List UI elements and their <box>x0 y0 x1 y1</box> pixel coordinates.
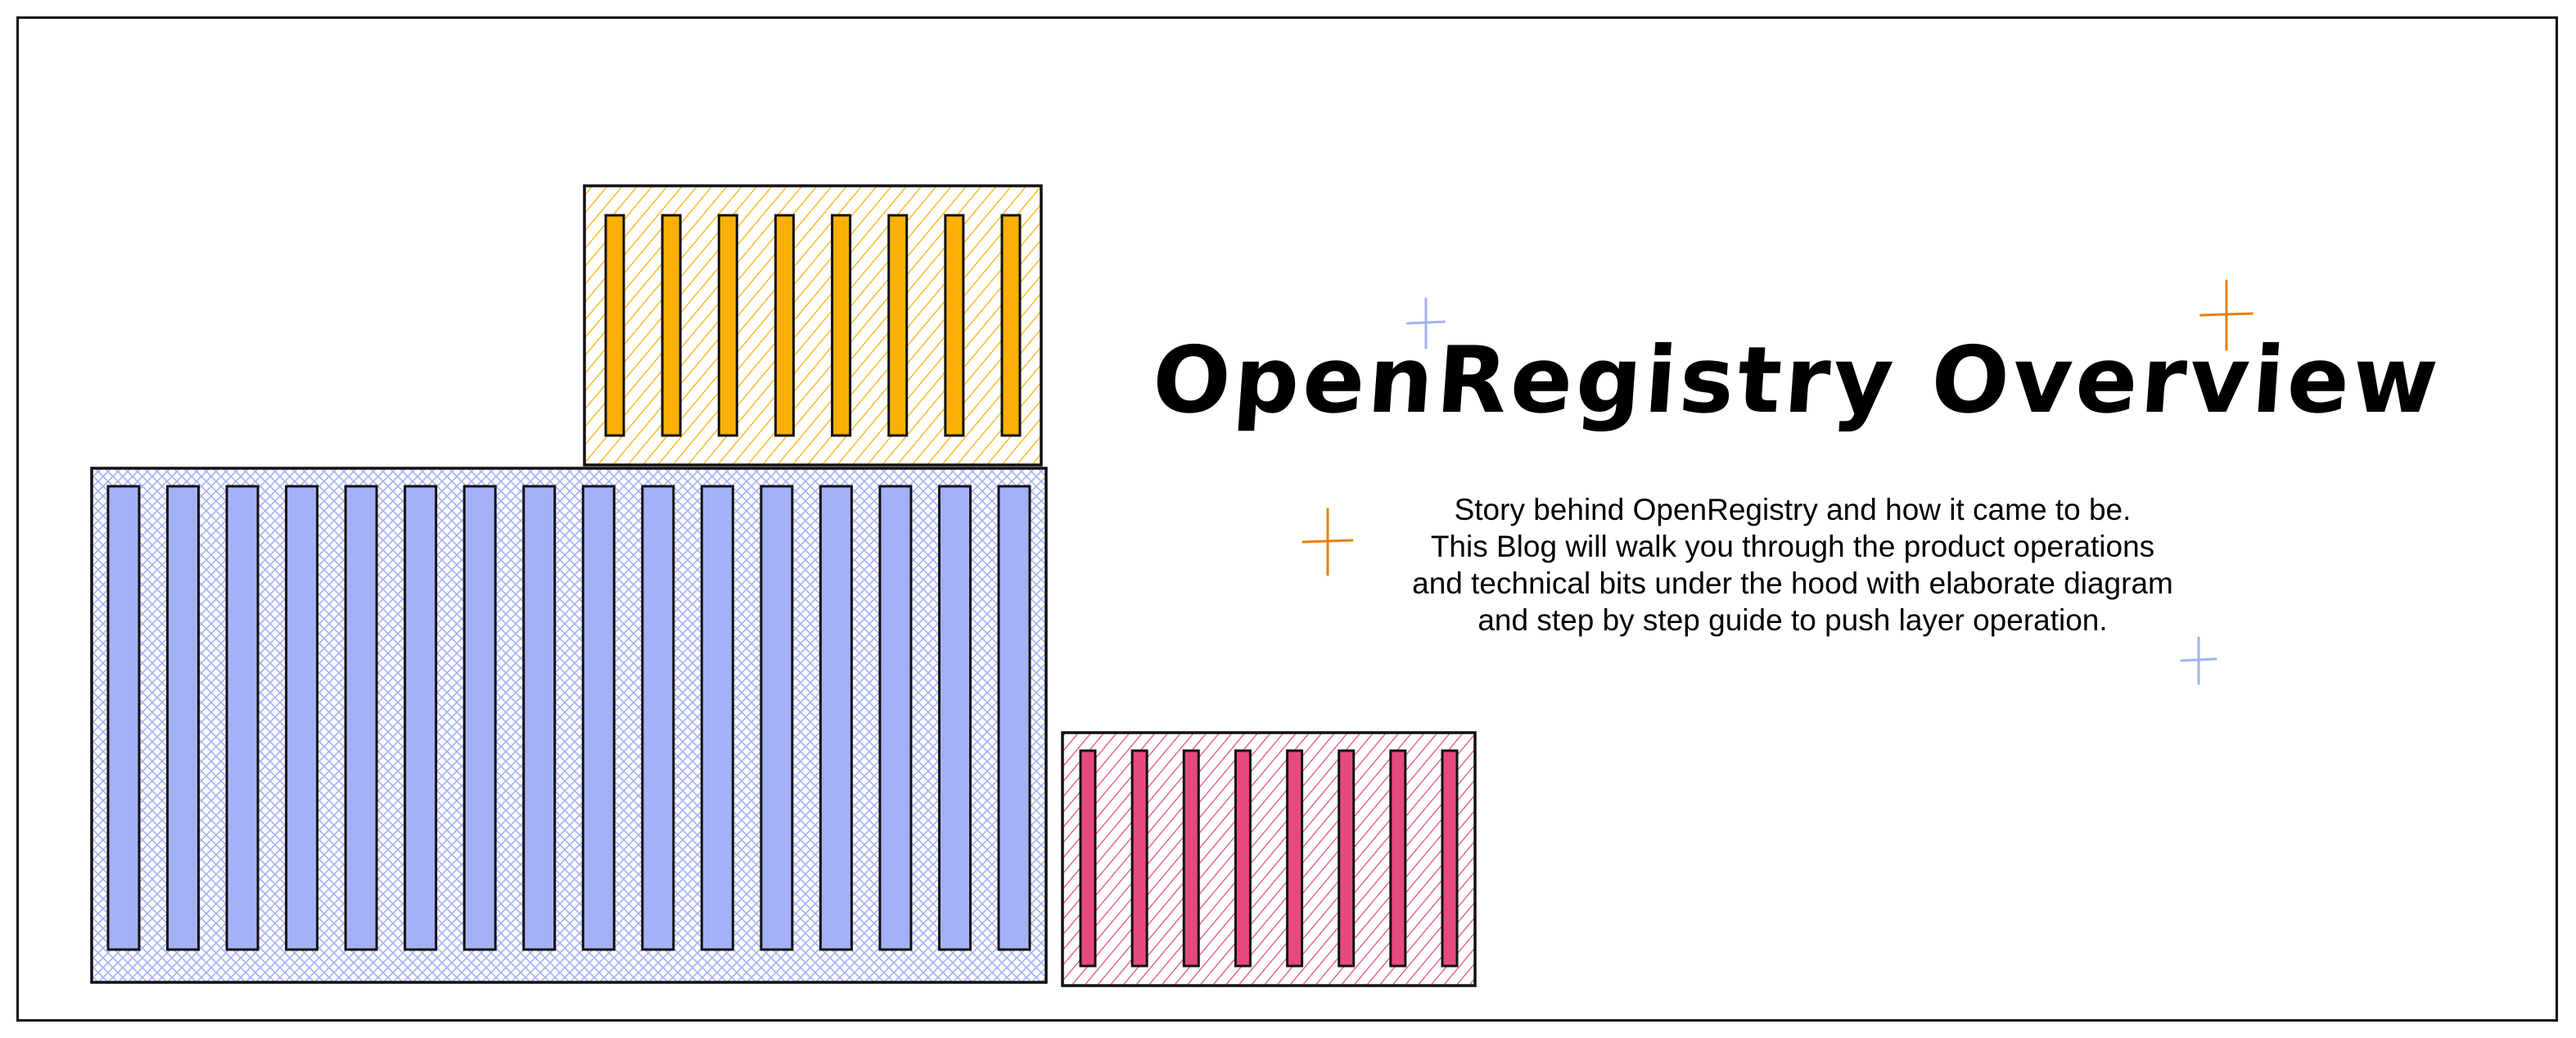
container-slot <box>1389 749 1407 968</box>
container-slot <box>760 485 794 951</box>
container-slot <box>404 485 438 951</box>
container-slot <box>581 485 616 951</box>
container-slot <box>1286 749 1304 968</box>
sparkle-icon <box>1406 297 1446 350</box>
container-slot <box>1000 214 1022 437</box>
container-slot <box>225 485 259 951</box>
sparkle-icon <box>2199 279 2253 351</box>
sparkle-icon <box>1302 508 1354 576</box>
container-slot <box>717 214 738 437</box>
container-slot <box>937 485 972 951</box>
pink-container-body <box>1061 731 1477 987</box>
container-slot <box>1130 749 1148 968</box>
sparkle-icon <box>2180 636 2217 685</box>
container-slot <box>878 485 913 951</box>
container-slot <box>661 214 682 437</box>
pink-container <box>1061 731 1477 987</box>
page-title: OpenRegistry Overview <box>1148 327 2445 434</box>
container-slot <box>522 485 557 951</box>
container-slot <box>604 214 625 437</box>
container-slot <box>774 214 795 437</box>
subtitle: Story behind OpenRegistry and how it cam… <box>1302 491 2284 639</box>
container-slot <box>166 485 201 951</box>
container-slot <box>1182 749 1200 968</box>
container-slot <box>106 485 141 951</box>
container-slot <box>641 485 675 951</box>
container-slot <box>700 485 734 951</box>
subtitle-line: This Blog will walk you through the prod… <box>1430 530 2155 563</box>
container-slot <box>1441 749 1459 968</box>
container-slot <box>1079 749 1097 968</box>
subtitle-line: Story behind OpenRegistry and how it cam… <box>1454 493 2132 526</box>
container-slot <box>1338 749 1356 968</box>
blue-container <box>90 467 1048 984</box>
orange-container-body <box>583 184 1043 467</box>
container-slot <box>819 485 853 951</box>
container-slot <box>831 214 852 437</box>
container-slot <box>344 485 378 951</box>
subtitle-line: and step by step guide to push layer ope… <box>1477 603 2108 637</box>
container-slot <box>887 214 909 437</box>
container-slot <box>1234 749 1252 968</box>
container-slot <box>462 485 497 951</box>
orange-container <box>583 184 1043 467</box>
container-slot <box>944 214 965 437</box>
container-slot <box>285 485 319 951</box>
canvas-frame <box>16 16 2558 1022</box>
subtitle-line: and technical bits under the hood with e… <box>1412 566 2173 600</box>
container-slot <box>997 485 1031 951</box>
